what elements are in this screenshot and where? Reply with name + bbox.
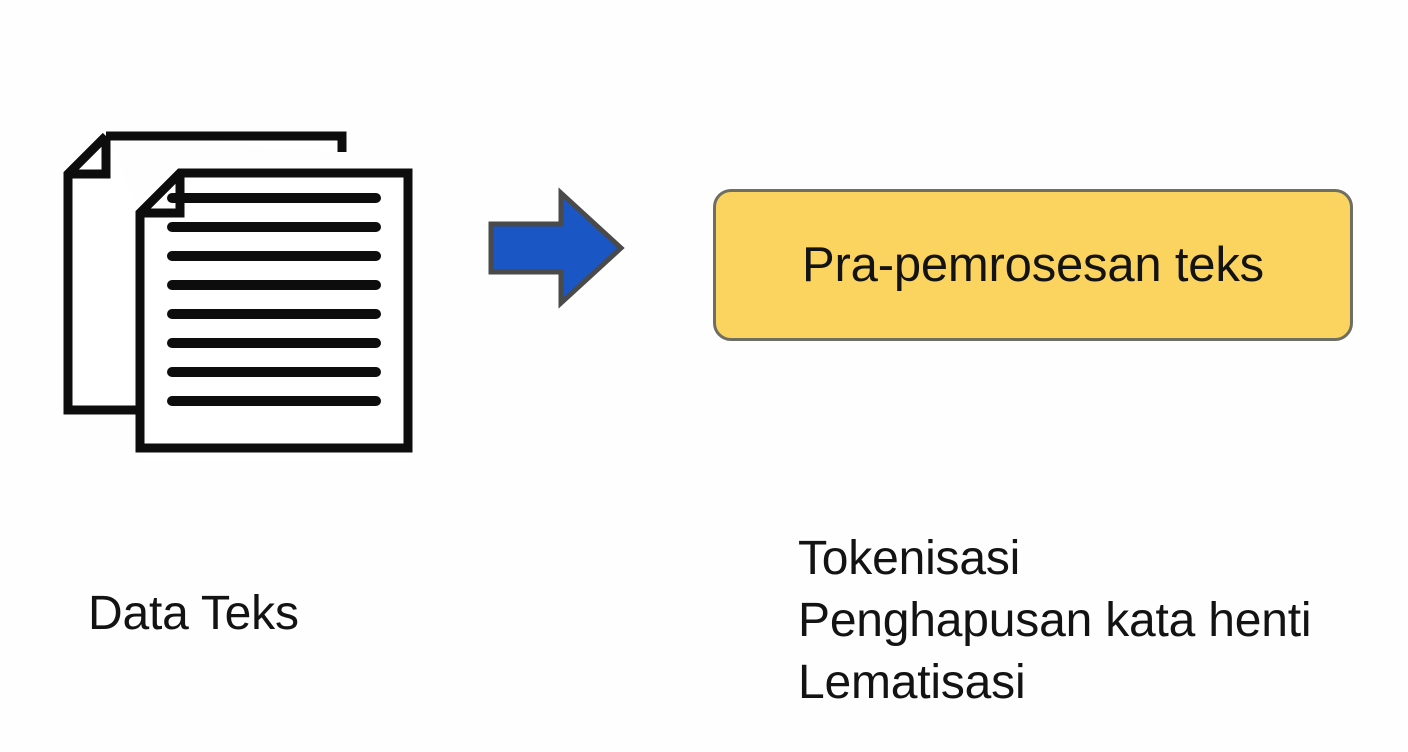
source-caption-label: Data Teks — [88, 587, 299, 640]
documents-stack-icon — [55, 85, 425, 460]
right-arrow-svg — [488, 187, 625, 309]
list-item: Tokenisasi — [798, 532, 1021, 585]
document-text-lines — [167, 193, 381, 406]
list-item: Penghapusan kata henti — [798, 594, 1312, 647]
right-arrow-icon — [484, 186, 628, 310]
preprocessing-steps-list: Tokenisasi Penghapusan kata henti Lemati… — [798, 528, 1312, 714]
arrow-shape — [488, 187, 625, 309]
process-step-box: Pra-pemrosesan teks — [713, 189, 1353, 341]
process-step-label: Pra-pemrosesan teks — [802, 237, 1264, 292]
documents-stack-svg — [63, 131, 413, 460]
list-item: Lematisasi — [798, 656, 1026, 709]
